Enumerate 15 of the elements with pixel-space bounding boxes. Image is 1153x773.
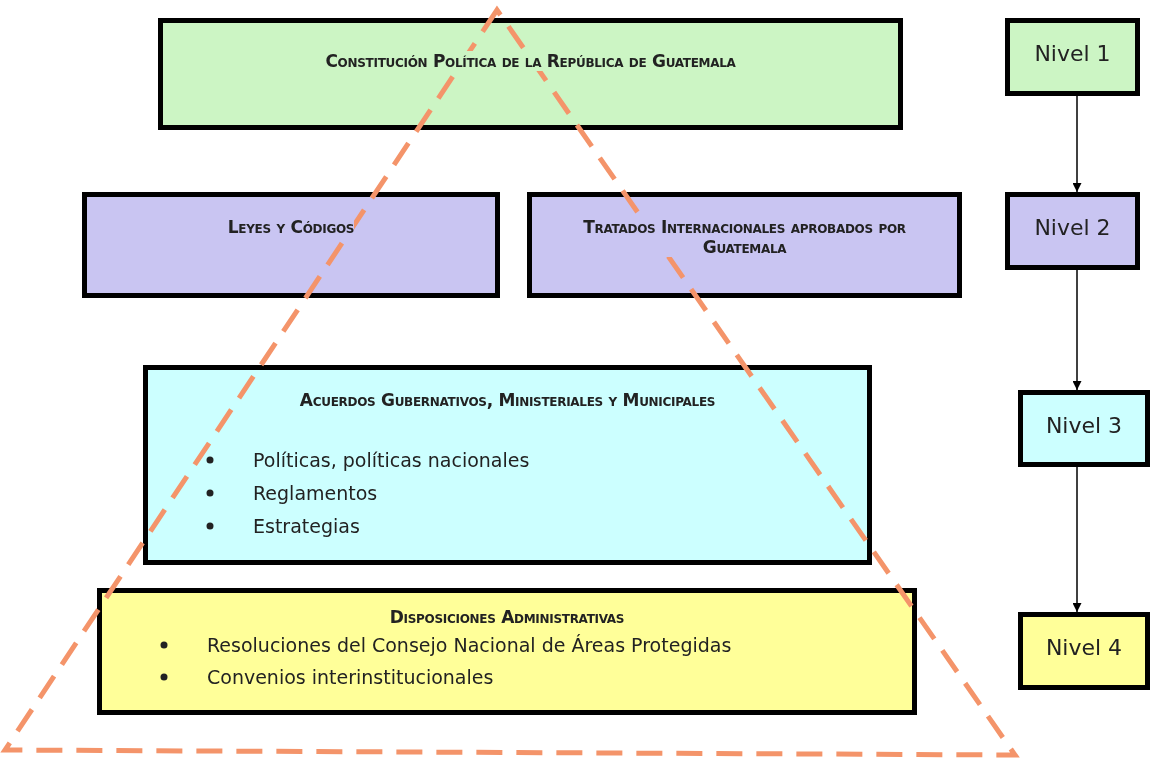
law-box: [97, 588, 917, 715]
level-box: [1005, 192, 1140, 270]
heading: Constitución Política de la República de Guatemala: [325, 51, 736, 71]
arrow: [1072, 95, 1082, 193]
bullet-item: Resoluciones del Consejo Nacional de Áreas Protegidas: [207, 631, 732, 659]
arrow: [1072, 269, 1082, 391]
law-box: [527, 192, 962, 298]
law-box: [158, 18, 903, 130]
level-box: [1018, 390, 1150, 467]
heading: Acuerdos Gubernativos, Ministeriales y Municipales: [299, 390, 716, 410]
arrow: [1072, 466, 1082, 613]
level-box: [1018, 612, 1150, 690]
law-box: [143, 365, 872, 565]
law-box: [82, 192, 500, 298]
level-box: [1005, 18, 1140, 96]
